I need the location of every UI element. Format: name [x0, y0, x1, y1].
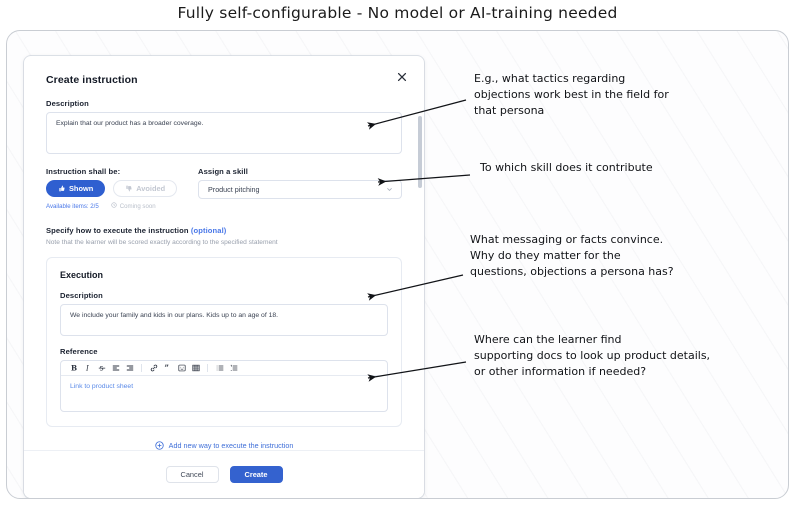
optional-tag: (optional): [190, 226, 227, 235]
toolbar-divider-2: [207, 364, 208, 372]
instruction-shall-be-options: Shown Avoided: [46, 180, 186, 197]
reference-input[interactable]: Link to product sheet: [70, 383, 134, 390]
annotation-description: E.g., what tactics regarding objections …: [474, 72, 669, 117]
align-left-icon[interactable]: [111, 364, 120, 373]
quote-icon[interactable]: ”: [163, 364, 172, 373]
annotation-reference: Where can the learner find supporting do…: [474, 333, 711, 378]
available-items-text: Available items: 2/5: [46, 202, 99, 210]
assign-skill-select[interactable]: Product pitching: [198, 180, 402, 199]
svg-text:B: B: [70, 364, 76, 372]
toolbar-divider: [141, 364, 142, 372]
specify-section: Specify how to execute the instruction (…: [46, 226, 402, 246]
clock-icon: [111, 202, 117, 210]
thumbs-up-icon: [58, 185, 65, 192]
specify-text: Specify how to execute the instruction: [46, 226, 189, 235]
avoided-label: Avoided: [136, 184, 166, 193]
description-input[interactable]: Explain that our product has a broader c…: [46, 112, 402, 154]
create-instruction-modal: Create instruction Description Explain t…: [24, 56, 424, 498]
assign-skill-group: Assign a skill Product pitching: [198, 167, 402, 210]
execution-description-label: Description: [60, 291, 103, 300]
svg-text:”: ”: [164, 364, 169, 372]
annotation-execution-description: What messaging or facts convince. Why do…: [470, 233, 674, 278]
svg-text:I: I: [85, 364, 89, 372]
shown-label: Shown: [69, 184, 94, 193]
strikethrough-icon[interactable]: S: [97, 364, 106, 373]
bold-icon[interactable]: B: [69, 364, 78, 373]
modal-footer: Cancel Create: [24, 450, 424, 498]
table-icon[interactable]: [191, 364, 200, 373]
annotation-skill: To which skill does it contribute: [480, 161, 653, 174]
specify-label: Specify how to execute the instruction (…: [46, 226, 402, 235]
create-button[interactable]: Create: [229, 466, 283, 483]
numbered-list-icon[interactable]: [229, 364, 238, 373]
instruction-shall-be-group: Instruction shall be: Shown: [46, 167, 186, 210]
modal-scrollbar[interactable]: [418, 116, 422, 188]
reference-label: Reference: [60, 347, 98, 356]
avoided-toggle[interactable]: Avoided: [113, 180, 178, 197]
instruction-shall-be-label: Instruction shall be:: [46, 167, 121, 176]
italic-icon[interactable]: I: [83, 364, 92, 373]
page-title: Fully self-configurable - No model or AI…: [177, 4, 618, 22]
assign-skill-value: Product pitching: [208, 185, 260, 194]
thumbs-down-icon: [125, 185, 132, 192]
add-new-way-button[interactable]: Add new way to execute the instruction: [46, 441, 402, 450]
link-icon[interactable]: [149, 364, 158, 373]
coming-soon-label: Coming soon: [119, 202, 156, 210]
modal-title: Create instruction: [46, 74, 138, 86]
assign-skill-label: Assign a skill: [198, 167, 248, 176]
align-right-icon[interactable]: [125, 364, 134, 373]
execution-title: Execution: [60, 270, 104, 280]
instruction-row: Instruction shall be: Shown: [46, 167, 402, 210]
modal-body: Create instruction Description Explain t…: [24, 56, 424, 450]
chevron-down-icon: [386, 185, 393, 194]
shown-toggle[interactable]: Shown: [46, 180, 106, 197]
description-label: Description: [46, 99, 89, 108]
instruction-meta: Available items: 2/5 Coming soon: [46, 202, 186, 210]
reference-editor: B I S: [60, 360, 388, 412]
execution-description-input[interactable]: We include your family and kids in our p…: [60, 304, 388, 336]
coming-soon-text: Coming soon: [111, 202, 156, 210]
rte-toolbar: B I S: [61, 361, 387, 376]
emoji-icon[interactable]: [177, 364, 186, 373]
add-new-way-label: Add new way to execute the instruction: [168, 441, 294, 450]
cancel-button[interactable]: Cancel: [165, 466, 219, 483]
close-icon[interactable]: [396, 71, 410, 85]
specify-note: Note that the learner will be scored exa…: [46, 239, 278, 246]
plus-circle-icon: [155, 441, 164, 450]
bullet-list-icon[interactable]: [215, 364, 224, 373]
execution-card: Execution Description We include your fa…: [46, 257, 402, 427]
